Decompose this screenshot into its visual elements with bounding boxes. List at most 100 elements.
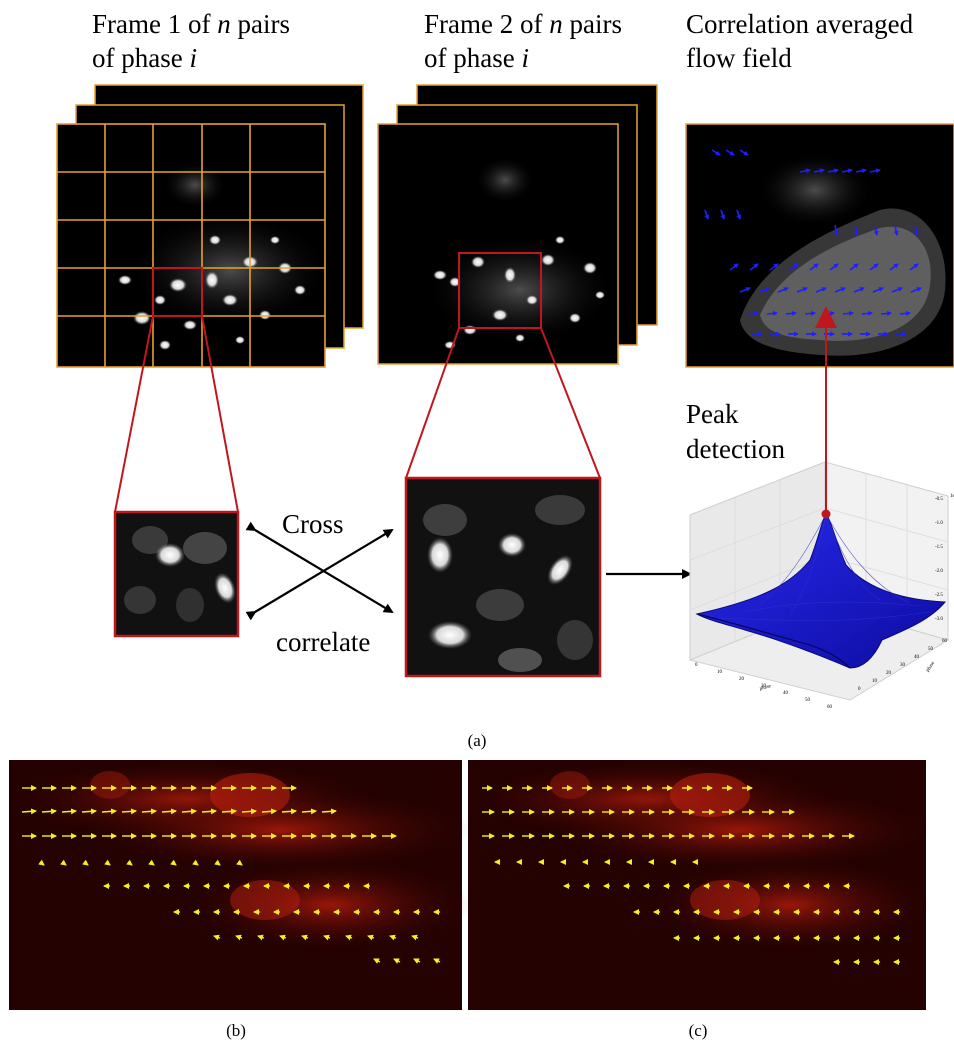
flow-arrow-blue bbox=[829, 263, 839, 271]
flow-arrow-yellow bbox=[236, 859, 243, 866]
flow-field-label-line1: Correlation averaged bbox=[686, 9, 914, 39]
flow-arrow-blue bbox=[815, 287, 827, 293]
z-tick-label: -1.5 bbox=[935, 545, 943, 550]
x-tick-label: 0 bbox=[695, 663, 698, 668]
flow-arrow-blue bbox=[739, 149, 749, 156]
flow-arrow-yellow bbox=[411, 934, 419, 941]
flow-field-label-line2: flow field bbox=[686, 43, 792, 73]
frame1-label-line2: of phase i bbox=[92, 43, 197, 73]
flow-arrow-blue bbox=[785, 310, 797, 316]
flow-arrow-yellow bbox=[104, 859, 111, 866]
flow-arrow-blue bbox=[861, 310, 873, 316]
flow-arrow-blue bbox=[910, 287, 922, 293]
flow-arrow-blue bbox=[804, 310, 816, 316]
frame1-selected-window bbox=[152, 267, 203, 317]
flow-arrow-blue bbox=[777, 287, 789, 293]
flow-arrow-yellow bbox=[81, 808, 97, 815]
flow-arrow-yellow bbox=[393, 958, 401, 964]
flow-arrow-yellow bbox=[235, 934, 243, 941]
z-tick-label: -1.0 bbox=[935, 521, 943, 526]
flow-arrow-blue bbox=[893, 224, 899, 236]
flow-arrow-blue bbox=[869, 168, 881, 174]
peak-marker bbox=[821, 509, 831, 519]
flow-arrow-yellow bbox=[214, 859, 221, 866]
flow-arrow-blue bbox=[711, 149, 721, 156]
zoom-lines bbox=[114, 315, 601, 513]
flow-arrow-blue bbox=[758, 287, 770, 293]
flow-arrow-blue bbox=[799, 168, 811, 174]
surface-plot: -0.5 -1.0 -1.5 -2.0 -2.5 -3.0 0 10 20 30 40 50 60 0… bbox=[688, 461, 954, 710]
x-tick-label: 10 bbox=[717, 670, 723, 675]
frame2-label-line2: of phase i bbox=[424, 43, 529, 73]
flow-arrow-yellow bbox=[213, 934, 221, 941]
flow-arrow-blue bbox=[841, 168, 853, 174]
z-tick-label: -2.0 bbox=[935, 569, 943, 574]
flow-vectors-c bbox=[482, 785, 900, 965]
x-tick-label: 20 bbox=[739, 677, 745, 682]
flow-arrow-yellow bbox=[279, 934, 287, 941]
flow-arrow-blue bbox=[796, 287, 808, 293]
flow-arrow-blue bbox=[872, 287, 884, 293]
x-axis-label: phase bbox=[759, 684, 772, 692]
flow-arrow-yellow bbox=[82, 859, 89, 866]
correlate-label: correlate bbox=[276, 627, 370, 657]
flow-arrow-yellow bbox=[192, 859, 199, 866]
flow-arrow-yellow bbox=[21, 808, 37, 815]
flow-arrow-yellow bbox=[323, 934, 331, 941]
cross-correlate-arrows bbox=[245, 521, 394, 621]
y-tick-label: 40 bbox=[914, 655, 920, 660]
flow-arrow-blue bbox=[739, 287, 751, 293]
flow-arrow-blue bbox=[842, 310, 854, 316]
x-tick-label: 60 bbox=[827, 705, 833, 710]
y-tick-label: 30 bbox=[900, 663, 906, 668]
flow-arrow-blue bbox=[827, 168, 839, 174]
frame2-selected-window bbox=[458, 252, 542, 329]
z-tick-label: -3.0 bbox=[935, 617, 943, 622]
flow-arrow-yellow bbox=[281, 808, 297, 815]
panel-c-image bbox=[468, 760, 930, 1010]
flow-arrow-blue bbox=[855, 168, 867, 174]
flow-arrow-yellow bbox=[161, 808, 177, 815]
crop-frame2 bbox=[404, 476, 602, 678]
flow-arrow-yellow bbox=[41, 808, 57, 815]
frame2-label-line1: Frame 2 of n pairs bbox=[424, 9, 622, 39]
frame2-front-slide bbox=[377, 123, 619, 365]
flow-arrow-blue bbox=[899, 310, 911, 316]
z-axis-label: 1e bbox=[950, 494, 954, 499]
crop-frame1 bbox=[113, 510, 240, 638]
y-tick-label: 0 bbox=[858, 687, 861, 692]
flow-arrow-yellow bbox=[413, 958, 421, 964]
flow-arrow-blue bbox=[769, 263, 779, 271]
peak-label-line2: detection bbox=[686, 434, 785, 464]
flow-arrow-yellow bbox=[301, 808, 317, 815]
y-axis-label: phase bbox=[926, 660, 937, 673]
flow-arrow-blue bbox=[729, 263, 739, 271]
flow-arrow-blue bbox=[849, 263, 859, 271]
z-tick-label: -2.5 bbox=[935, 593, 943, 598]
flow-arrow-yellow bbox=[170, 859, 177, 866]
flow-vectors-blue bbox=[704, 149, 922, 337]
z-axis-ticks: -0.5 -1.0 -1.5 -2.0 -2.5 -3.0 bbox=[935, 497, 943, 622]
y-tick-label: 20 bbox=[886, 671, 892, 676]
flow-arrow-yellow bbox=[261, 808, 277, 815]
flow-arrow-blue bbox=[789, 263, 799, 271]
flow-arrow-yellow bbox=[367, 934, 375, 941]
flow-arrow-blue bbox=[853, 287, 865, 293]
frame1-front-slide bbox=[56, 123, 326, 368]
x-tick-label: 50 bbox=[805, 698, 811, 703]
flow-arrow-yellow bbox=[433, 958, 441, 964]
flow-arrow-blue bbox=[720, 209, 726, 220]
flow-arrow-blue bbox=[869, 263, 879, 271]
z-tick-label: -0.5 bbox=[935, 497, 943, 502]
flow-arrow-yellow bbox=[257, 934, 265, 941]
flow-arrow-yellow bbox=[201, 808, 217, 815]
flow-arrow-blue bbox=[880, 310, 892, 316]
flow-arrow-blue bbox=[704, 209, 710, 220]
flow-arrow-blue bbox=[833, 224, 839, 236]
flow-arrow-blue bbox=[834, 287, 846, 293]
y-tick-label: 10 bbox=[872, 679, 878, 684]
flow-vectors-b bbox=[21, 785, 441, 964]
caption-a: (a) bbox=[468, 731, 487, 750]
